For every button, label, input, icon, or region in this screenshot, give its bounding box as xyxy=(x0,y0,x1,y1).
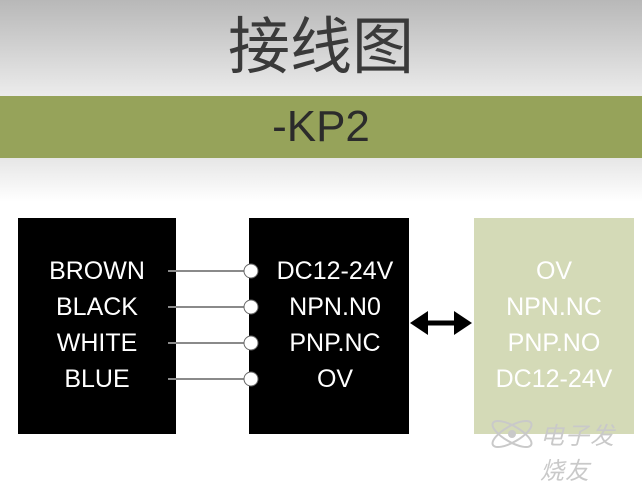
watermark: 电子发烧友 xyxy=(484,410,634,485)
terminal-dot xyxy=(243,335,259,351)
alt-terminal-label: DC12-24V xyxy=(495,365,613,393)
watermark-text: 电子发烧友 xyxy=(540,422,615,485)
alt-terminal-label: OV xyxy=(535,257,573,285)
model-name: -KP2 xyxy=(272,102,370,151)
terminal-label: PNP.NC xyxy=(289,329,381,357)
wire-color-label: BLACK xyxy=(56,293,138,321)
electron-logo-icon xyxy=(491,420,533,448)
band-shadow xyxy=(0,158,642,202)
terminal-dot xyxy=(243,299,259,315)
wire-color-box: BROWN BLACK WHITE BLUE xyxy=(18,218,176,434)
terminal-box: DC12-24V NPN.N0 PNP.NC OV xyxy=(249,218,409,434)
alt-terminal-label: PNP.NO xyxy=(507,329,601,357)
wire-color-label: WHITE xyxy=(56,329,138,357)
diagram-title: 接线图 xyxy=(227,10,414,83)
alt-terminal-label: NPN.NC xyxy=(506,293,602,321)
double-headed-arrow-icon xyxy=(410,311,472,335)
wire-color-label: BLUE xyxy=(64,365,130,393)
terminal-dot xyxy=(243,263,259,279)
wire-color-label: BROWN xyxy=(49,257,145,285)
terminal-label: DC12-24V xyxy=(276,257,394,285)
model-band: -KP2 xyxy=(0,96,642,158)
terminal-dot xyxy=(243,371,259,387)
title-band: 接线图 xyxy=(0,0,642,96)
wire-connections xyxy=(168,263,259,387)
terminal-label: NPN.N0 xyxy=(289,293,381,321)
terminal-label: OV xyxy=(316,365,354,393)
alt-terminal-box: OV NPN.NC PNP.NO DC12-24V xyxy=(474,218,634,434)
wiring-layer xyxy=(168,263,472,387)
